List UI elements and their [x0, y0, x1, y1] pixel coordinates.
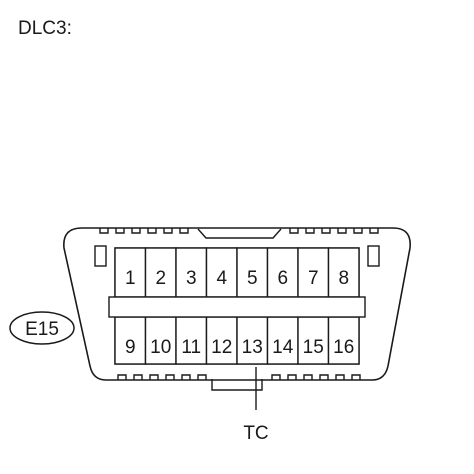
pin-number-5: 5 — [247, 268, 258, 289]
edge-notch — [117, 374, 127, 380]
pin-cell-8 — [327, 247, 360, 298]
pin-cell-6 — [266, 247, 299, 298]
edge-notch — [303, 374, 313, 380]
edge-notch — [369, 228, 379, 234]
bottom-key-tab — [211, 379, 263, 391]
connector-code: E15 — [25, 319, 59, 340]
connector-housing — [63, 227, 411, 381]
pin-cell-2 — [144, 247, 177, 298]
edge-notch — [147, 228, 157, 234]
edge-notch — [271, 374, 281, 380]
edge-notch — [197, 374, 207, 380]
pin-row-bottom: 9 10 11 12 13 14 15 16 — [114, 316, 360, 365]
edge-notch — [319, 374, 329, 380]
top-edge-notches — [99, 228, 379, 234]
edge-notch — [165, 374, 175, 380]
right-latch — [367, 245, 380, 267]
pin-number-14: 14 — [272, 337, 294, 358]
edge-notch — [99, 228, 109, 234]
edge-notch — [353, 228, 363, 234]
pin-number-8: 8 — [338, 268, 349, 289]
tc-pin-label: TC — [243, 423, 268, 444]
pin-number-3: 3 — [186, 268, 197, 289]
center-divider — [108, 296, 366, 318]
pin-cell-4 — [205, 247, 238, 298]
edge-notch — [133, 374, 143, 380]
edge-notch — [149, 374, 159, 380]
pin-number-12: 12 — [211, 337, 232, 358]
edge-notch — [305, 228, 315, 234]
pin-cell-9 — [114, 316, 147, 365]
pin-number-4: 4 — [216, 268, 227, 289]
top-key-tab — [197, 228, 282, 239]
edge-notch — [163, 228, 173, 234]
edge-notch — [351, 374, 361, 380]
pin-cell-7 — [297, 247, 330, 298]
edge-notch — [337, 228, 347, 234]
pin-cell-12 — [205, 316, 238, 365]
diagram-title: DLC3: — [18, 18, 72, 39]
edge-notch — [289, 228, 299, 234]
edge-notch — [321, 228, 331, 234]
pin-cell-16 — [327, 316, 360, 365]
pin-number-2: 2 — [155, 268, 166, 289]
pin-cell-10 — [144, 316, 177, 365]
pin-number-7: 7 — [308, 268, 319, 289]
connector-code-ellipse — [9, 311, 75, 345]
pin-number-11: 11 — [181, 337, 201, 358]
pin-number-10: 10 — [150, 337, 171, 358]
edge-notch — [179, 228, 189, 234]
pin-number-9: 9 — [125, 337, 136, 358]
pin-number-16: 16 — [333, 337, 354, 358]
pin-number-15: 15 — [303, 337, 324, 358]
pin-number-6: 6 — [277, 268, 288, 289]
bottom-edge-notches — [117, 374, 361, 380]
edge-notch — [287, 374, 297, 380]
edge-notch — [335, 374, 345, 380]
left-latch — [94, 245, 107, 267]
pin-number-13: 13 — [242, 337, 263, 358]
pin-number-1: 1 — [125, 268, 136, 289]
edge-notch — [181, 374, 191, 380]
pin-cell-11 — [175, 316, 208, 365]
edge-notch — [115, 228, 125, 234]
pin-cell-13 — [236, 316, 269, 365]
edge-notch — [131, 228, 141, 234]
